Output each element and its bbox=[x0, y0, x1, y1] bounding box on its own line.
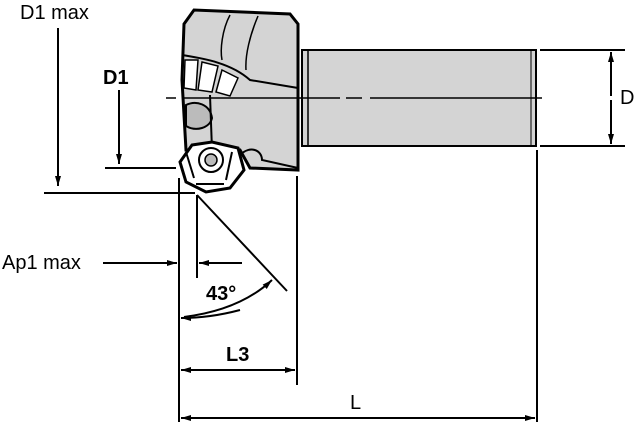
label-angle: 43° bbox=[206, 283, 237, 305]
label-d1: D1 bbox=[103, 67, 129, 89]
cutter-head bbox=[180, 8, 300, 172]
label-ap1-max: Ap1 max bbox=[2, 252, 81, 274]
label-l: L bbox=[350, 392, 362, 414]
label-d1-max: D1 max bbox=[20, 2, 89, 24]
label-l3: L3 bbox=[226, 344, 250, 366]
insert bbox=[178, 140, 246, 194]
dimension-lines bbox=[44, 28, 625, 422]
label-d: D bbox=[620, 87, 635, 109]
